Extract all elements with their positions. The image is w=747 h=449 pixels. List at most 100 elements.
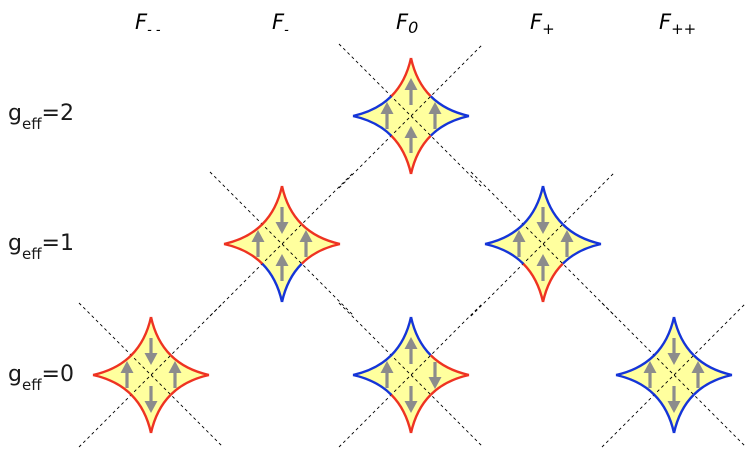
dashed-diagonal bbox=[78, 302, 224, 448]
dashed-diagonal bbox=[338, 302, 484, 448]
edge-bottom bbox=[653, 393, 676, 434]
arrow-bottom-head bbox=[536, 254, 550, 266]
tile-fill bbox=[93, 317, 209, 433]
arrow-top-head bbox=[667, 353, 681, 365]
edge-right bbox=[692, 354, 733, 377]
edge-top bbox=[541, 185, 564, 226]
edge-left bbox=[484, 242, 525, 265]
dashed-diagonal bbox=[338, 302, 484, 448]
col-label-f-minus: F- bbox=[272, 10, 289, 38]
edge-right bbox=[300, 242, 341, 265]
edge-right bbox=[561, 223, 602, 246]
arrow-left bbox=[380, 102, 394, 129]
tile-fill bbox=[616, 317, 732, 433]
arrow-left-head bbox=[251, 230, 265, 242]
arrow-left-head bbox=[512, 230, 526, 242]
arrow-bottom bbox=[275, 254, 289, 281]
arrow-right bbox=[560, 230, 574, 257]
edge-top bbox=[130, 316, 153, 357]
arrow-left-head bbox=[120, 361, 134, 373]
edge-bottom bbox=[149, 393, 172, 434]
arrow-bottom bbox=[667, 386, 681, 413]
edge-right bbox=[561, 242, 602, 265]
edge-top bbox=[280, 185, 303, 226]
arrow-bottom-head bbox=[144, 401, 158, 413]
edge-right bbox=[692, 373, 733, 396]
edge-left bbox=[352, 373, 393, 396]
arrow-right bbox=[691, 361, 705, 388]
arrow-right-head bbox=[428, 102, 442, 114]
dashed-diagonal bbox=[601, 302, 747, 448]
col-label-f-minus-minus: F- - bbox=[135, 10, 161, 38]
edge-top bbox=[522, 185, 545, 226]
tile-5 bbox=[601, 302, 747, 448]
edge-right bbox=[429, 114, 470, 137]
dashed-diagonal bbox=[338, 43, 484, 189]
edge-top bbox=[672, 316, 695, 357]
row-label-geff-1: geff=1 bbox=[8, 231, 74, 263]
arrow-top bbox=[144, 338, 158, 365]
edge-bottom bbox=[409, 134, 432, 175]
arrow-right-head bbox=[168, 361, 182, 373]
arrow-bottom bbox=[536, 254, 550, 281]
edge-left bbox=[352, 354, 393, 377]
arrow-top-head bbox=[144, 353, 158, 365]
arrow-bottom bbox=[404, 126, 418, 153]
arrow-right bbox=[428, 102, 442, 129]
edge-bottom bbox=[390, 134, 413, 175]
arrow-top bbox=[404, 78, 418, 105]
edge-left bbox=[615, 354, 656, 377]
edge-top bbox=[409, 316, 432, 357]
edge-right bbox=[429, 373, 470, 396]
tile-fill bbox=[353, 317, 469, 433]
dashed-diagonal bbox=[78, 302, 224, 448]
dashed-diagonal bbox=[209, 171, 355, 317]
edge-bottom bbox=[261, 262, 284, 303]
edge-left bbox=[484, 223, 525, 246]
edge-right bbox=[429, 354, 470, 377]
edge-top bbox=[409, 57, 432, 98]
dashed-diagonal bbox=[601, 302, 747, 448]
edge-bottom bbox=[522, 262, 545, 303]
tiles-group bbox=[78, 43, 747, 448]
edge-top bbox=[390, 57, 413, 98]
edge-left bbox=[223, 242, 264, 265]
tile-3 bbox=[78, 302, 224, 448]
arrow-top bbox=[667, 338, 681, 365]
arrow-left bbox=[380, 361, 394, 388]
col-label-f-plus: F+ bbox=[530, 10, 555, 38]
row-label-geff-0: geff=0 bbox=[8, 362, 74, 394]
edge-top bbox=[653, 316, 676, 357]
edge-top bbox=[390, 316, 413, 357]
arrow-right bbox=[299, 230, 313, 257]
arrow-bottom bbox=[404, 386, 418, 413]
edge-bottom bbox=[390, 393, 413, 434]
row-label-geff-2: geff=2 bbox=[8, 101, 74, 133]
arrow-right-head bbox=[299, 230, 313, 242]
arrow-left-head bbox=[380, 361, 394, 373]
edge-right bbox=[429, 95, 470, 118]
edge-bottom bbox=[672, 393, 695, 434]
edge-left bbox=[615, 373, 656, 396]
tile-0 bbox=[338, 43, 484, 189]
arrow-left bbox=[120, 361, 134, 388]
arrow-left-head bbox=[643, 361, 657, 373]
arrow-bottom-head bbox=[404, 126, 418, 138]
edge-right bbox=[169, 373, 210, 396]
arrow-bottom bbox=[144, 386, 158, 413]
edge-left bbox=[92, 354, 133, 377]
arrow-right bbox=[168, 361, 182, 388]
edge-left bbox=[223, 223, 264, 246]
edge-right bbox=[169, 354, 210, 377]
dashed-diagonal bbox=[338, 43, 484, 189]
arrow-bottom-head bbox=[667, 401, 681, 413]
arrow-left-head bbox=[380, 102, 394, 114]
arrow-right bbox=[428, 362, 442, 389]
tile-4 bbox=[338, 302, 484, 448]
edge-bottom bbox=[130, 393, 153, 434]
arrow-top-head bbox=[404, 337, 418, 349]
edge-top bbox=[261, 185, 284, 226]
arrow-right-head bbox=[691, 361, 705, 373]
arrow-top bbox=[404, 337, 418, 364]
arrow-left bbox=[512, 230, 526, 257]
